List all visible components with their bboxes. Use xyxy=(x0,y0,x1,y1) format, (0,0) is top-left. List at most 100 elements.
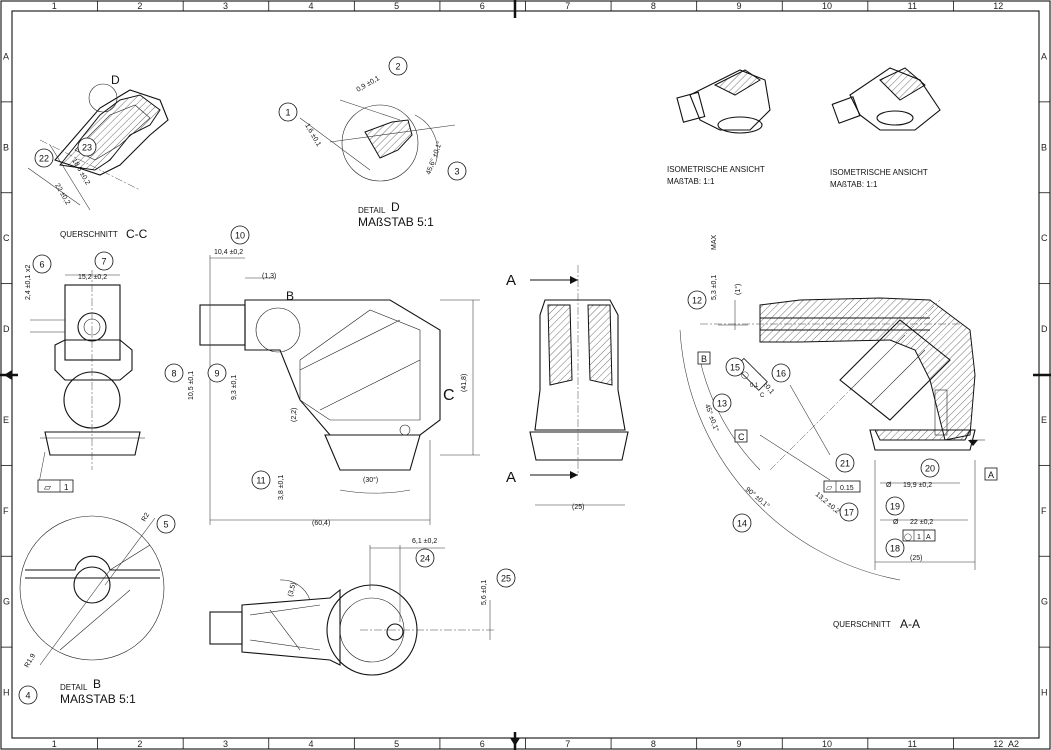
balloon-number: 6 xyxy=(39,260,44,270)
iso-1-title: ISOMETRISCHE ANSICHT xyxy=(667,165,765,174)
gdt-pos-01c-symbol: ◯ xyxy=(741,371,749,379)
balloon-25: 25 xyxy=(496,568,516,588)
detail-d-view: 1,6 ±0,1 0,9 ±0,1 45,6° ±0,1° DETAIL D M… xyxy=(299,75,456,229)
balloon-21: 21 xyxy=(835,453,855,473)
balloon-number: 11 xyxy=(256,476,265,486)
balloon-number: 2 xyxy=(395,62,400,72)
balloon-circle xyxy=(687,290,707,310)
balloon-16: 16 xyxy=(771,363,791,383)
isometric-view-2: ISOMETRISCHE ANSICHT MAßTAB: 1:1 xyxy=(830,67,941,189)
zone-row-right-C: C xyxy=(1041,233,1048,243)
zone-col-bottom-3: 3 xyxy=(223,739,228,749)
balloon-3: 3 xyxy=(447,161,467,181)
balloon-8: 8 xyxy=(164,363,184,383)
dim-7-value: 15,2 ±0,2 xyxy=(78,274,107,281)
dim-18-value: 22 ±0,2 xyxy=(910,519,933,526)
zone-row-left-F: F xyxy=(3,506,9,516)
dim-5-radius: R2 xyxy=(141,512,152,523)
balloon-circle xyxy=(447,161,467,181)
balloon-number: 7 xyxy=(101,257,106,267)
balloon-number: 9 xyxy=(214,369,219,379)
iso-1-scale: MAßTAB: 1:1 xyxy=(667,177,715,186)
dim-25-value: 5,6 ±0,1 xyxy=(481,580,488,605)
zone-row-right-E: E xyxy=(1041,415,1047,425)
detail-b-prefix: DETAIL xyxy=(60,683,88,692)
dim-12-max: MAX xyxy=(711,235,718,251)
balloon-circle xyxy=(712,393,732,413)
section-cc-prefix: QUERSCHNITT xyxy=(60,230,118,239)
ref-2-2: (2,2) xyxy=(291,408,298,422)
balloon-10: 10 xyxy=(230,225,250,245)
isometric-view-1: ISOMETRISCHE ANSICHT MAßTAB: 1:1 xyxy=(667,69,771,186)
balloon-number: 15 xyxy=(730,363,740,373)
zone-col-top-1: 1 xyxy=(52,1,57,11)
balloon-number: 20 xyxy=(925,464,935,474)
datum-c: C xyxy=(738,432,745,442)
side-view-marker-c: C xyxy=(443,387,455,404)
dim-1-value: 1,6 ±0,1 xyxy=(303,123,322,148)
balloon-circle xyxy=(920,458,940,478)
balloon-22: 22 xyxy=(34,148,54,168)
balloon-number: 5 xyxy=(163,520,168,530)
zone-col-bottom-12: 12 xyxy=(993,739,1003,749)
balloon-circle xyxy=(771,363,791,383)
front-view-left: 15,2 ±0,2 2,4 ±0,1 x2 ▱ 1 xyxy=(25,265,145,493)
dim-10-value: 10,4 ±0,2 xyxy=(214,249,243,256)
dim-17-value: 13,2 ±0,2 xyxy=(814,491,841,515)
balloon-4: 4 xyxy=(18,685,38,705)
side-view-center: B C 10,4 ±0,2 (1,3) (2,2) (30°) (41,8) (… xyxy=(188,249,480,527)
detail-b-letter: B xyxy=(93,677,101,691)
balloon-number: 16 xyxy=(776,369,786,379)
detail-b-view: R1,9 R2 DETAIL B MAßSTAB 5:1 xyxy=(19,512,165,706)
balloon-circle xyxy=(34,148,54,168)
dim-24-value: 6,1 ±0,2 xyxy=(412,538,437,545)
zone-row-right-A: A xyxy=(1041,51,1047,61)
cut-marker-bottom: A xyxy=(506,469,516,486)
balloon-circle xyxy=(496,568,516,588)
sheet-format: A2 xyxy=(1008,739,1019,749)
balloon-number: 23 xyxy=(82,143,92,153)
balloon-number: 10 xyxy=(235,231,245,241)
balloon-23: 23 xyxy=(77,137,97,157)
section-aa-prefix: QUERSCHNITT xyxy=(833,620,891,629)
gdt-flat-015-symbol: ▱ xyxy=(826,483,833,492)
balloon-circle xyxy=(388,56,408,76)
dim-11-value: 3,8 ±0,1 xyxy=(278,475,285,500)
balloon-14: 14 xyxy=(732,513,752,533)
ref-1-deg: (1°) xyxy=(734,284,742,295)
dim-14-value: 90° ±0,1° xyxy=(744,485,771,510)
dim-19-value: 19,9 ±0,2 xyxy=(903,482,932,489)
zone-row-left-G: G xyxy=(3,597,10,607)
zone-col-bottom-2: 2 xyxy=(137,739,142,749)
zone-col-top-3: 3 xyxy=(223,1,228,11)
zone-col-top-12: 12 xyxy=(993,1,1003,11)
balloon-15: 15 xyxy=(725,357,745,377)
balloon-5: 5 xyxy=(156,514,176,534)
zone-row-left-H: H xyxy=(3,688,10,698)
balloon-1: 1 xyxy=(278,102,298,122)
balloon-circle xyxy=(18,685,38,705)
balloon-number: 24 xyxy=(420,554,430,564)
datum-a: A xyxy=(988,470,994,480)
cut-marker-top: A xyxy=(506,272,516,289)
balloon-number: 3 xyxy=(454,167,459,177)
balloon-20: 20 xyxy=(920,458,940,478)
balloon-circle xyxy=(278,102,298,122)
zone-row-right-B: B xyxy=(1041,142,1047,152)
zone-row-left-D: D xyxy=(3,324,10,334)
zone-col-bottom-1: 1 xyxy=(52,739,57,749)
balloon-number: 1 xyxy=(285,108,290,118)
section-aa-view: 5,3 ±0,1 MAX (1°) 45° ±0,1° 90° ±0,1° 4,… xyxy=(679,235,998,631)
balloon-number: 8 xyxy=(171,369,176,379)
balloon-number: 19 xyxy=(890,502,900,512)
ref-1-3: (1,3) xyxy=(262,273,276,280)
detail-b-scale: MAßSTAB 5:1 xyxy=(60,692,136,706)
gdt-pos-01c-datum: C xyxy=(760,393,765,399)
detail-d-scale: MAßSTAB 5:1 xyxy=(358,215,434,229)
dim-12-value: 5,3 ±0,1 xyxy=(711,275,718,300)
balloon-number: 13 xyxy=(717,399,727,409)
dim-6-value: 2,4 ±0,1 xyxy=(25,275,32,300)
ref-30: (30°) xyxy=(363,476,378,484)
